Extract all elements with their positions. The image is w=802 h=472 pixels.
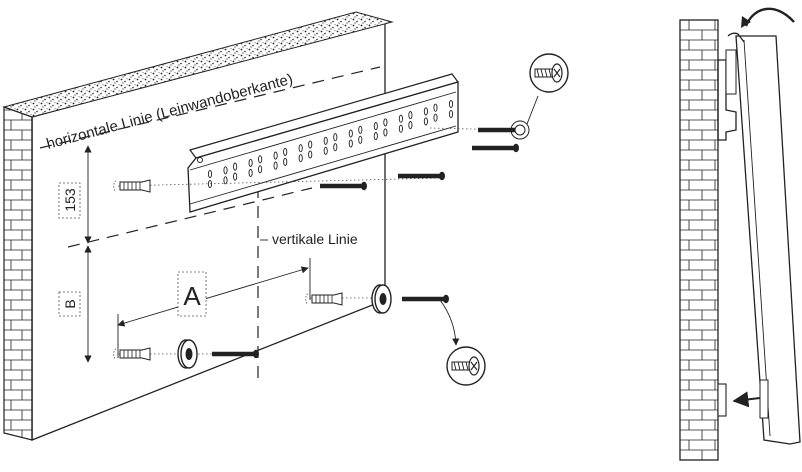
bracket-slot <box>308 140 313 149</box>
bracket-slot <box>348 129 353 138</box>
bracket-slot <box>273 161 278 170</box>
side-wall-bricks <box>679 19 719 461</box>
bracket-slot <box>207 169 213 179</box>
dimension-a-label: A <box>183 281 201 311</box>
bracket-slot <box>398 124 403 133</box>
screw-detail-icon <box>446 346 486 386</box>
washer <box>177 339 198 369</box>
bracket-screw <box>398 171 445 181</box>
bracket-slot <box>248 158 253 167</box>
bracket-slot <box>448 99 454 109</box>
bracket-slot <box>298 144 303 153</box>
dimension-b <box>58 245 92 363</box>
bracket-slot <box>283 147 288 156</box>
bracket-slot <box>223 176 228 185</box>
push-arrow-icon <box>732 391 761 408</box>
side-view-illustration <box>679 7 801 461</box>
screen-profile <box>735 35 801 445</box>
bracket-slot <box>333 143 338 152</box>
bracket-slot <box>433 113 438 122</box>
bracket-slot <box>248 168 253 177</box>
bracket-slot <box>323 136 328 145</box>
bracket-slot <box>433 103 438 112</box>
dimension-b-label: B <box>62 299 78 308</box>
bracket-slot <box>348 139 353 148</box>
mounting-bracket <box>187 73 460 213</box>
bracket-slot <box>423 117 428 126</box>
bracket-slots <box>207 99 454 189</box>
horizontal-reference-line <box>39 66 381 149</box>
bracket-slot <box>448 109 454 119</box>
rotate-clockwise-arrow-icon <box>744 7 795 27</box>
bracket-slot <box>358 125 363 134</box>
bracket-slot <box>233 172 238 181</box>
bracket-slot <box>233 162 238 171</box>
bracket-slot <box>323 146 328 155</box>
lower-dashed-line <box>67 187 313 248</box>
bracket-slot <box>398 114 403 123</box>
bracket-slot <box>283 157 288 166</box>
bracket-slot <box>358 135 363 144</box>
dimension-a <box>117 258 311 358</box>
bracket-slot <box>423 107 428 116</box>
bracket-slot <box>273 151 278 160</box>
screw-detail-icon <box>529 53 569 93</box>
wall-illustration <box>2 11 394 441</box>
bracket-slot <box>408 111 413 120</box>
wall-side-bricks <box>3 106 33 441</box>
bracket-slot <box>383 118 388 127</box>
bracket-slot <box>333 133 338 142</box>
bracket-screw <box>472 143 519 153</box>
dimension-153-label: 153 <box>62 188 78 212</box>
washer <box>371 284 392 314</box>
bracket-slot <box>408 121 413 130</box>
bracket-slot <box>258 155 263 164</box>
vertical-line-label: vertikale Linie <box>272 231 358 247</box>
bracket-slot <box>373 132 378 141</box>
bracket-slot <box>258 165 263 174</box>
bracket-slot <box>383 128 388 137</box>
bracket-slot <box>223 166 228 175</box>
dimension-153 <box>58 145 92 244</box>
bracket-slot <box>298 154 303 163</box>
bracket-slot <box>373 122 378 131</box>
bracket-slot <box>308 150 313 159</box>
